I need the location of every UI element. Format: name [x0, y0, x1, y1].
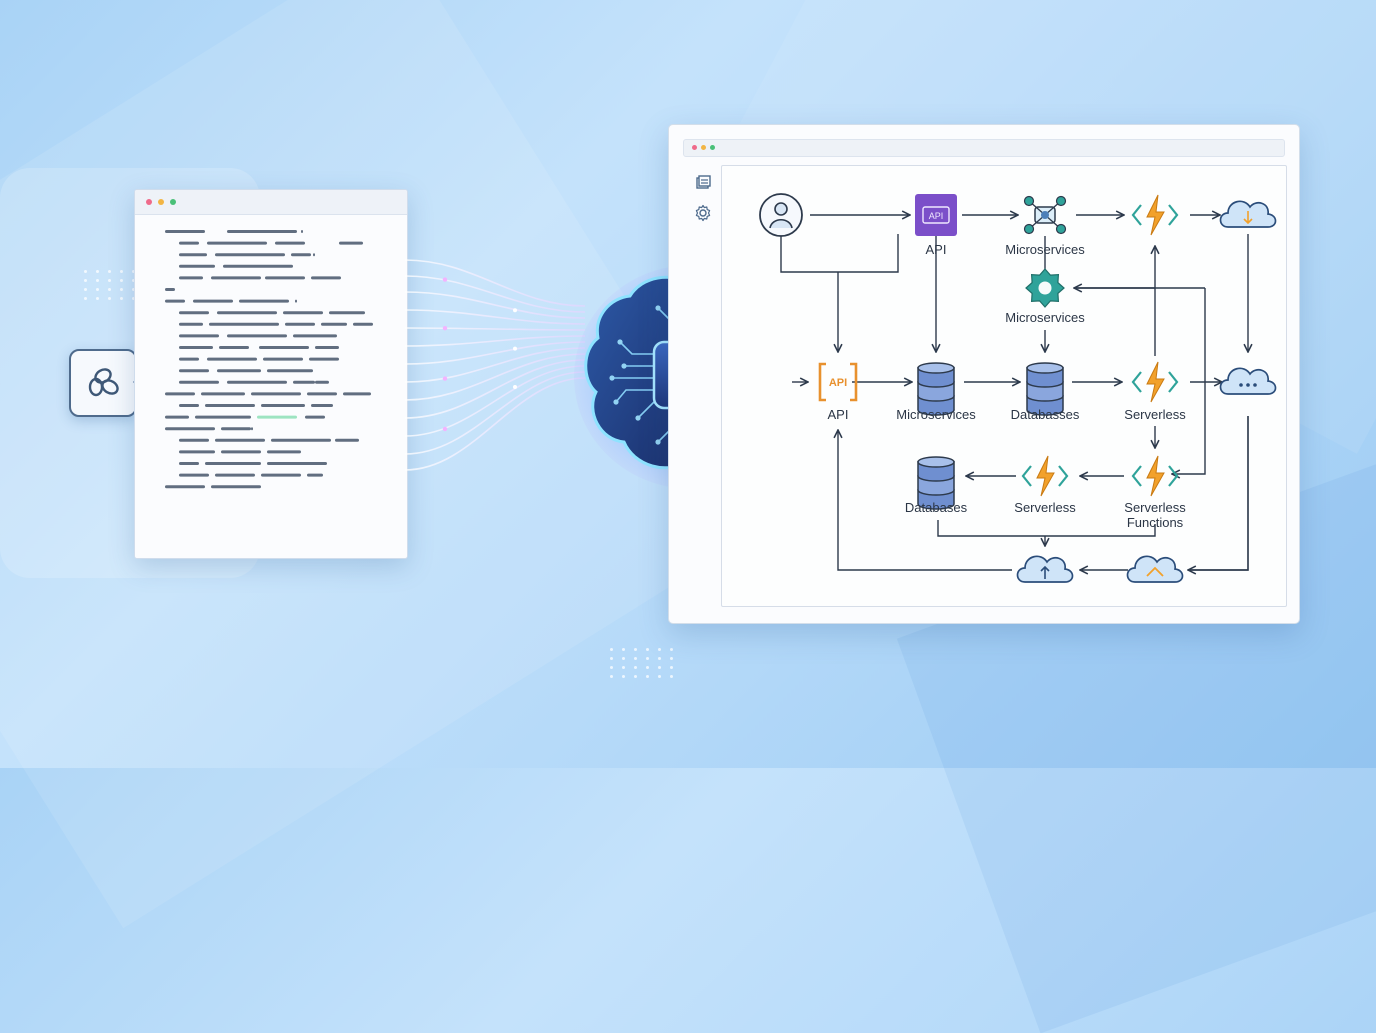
cloud-icon[interactable]: [1016, 555, 1074, 583]
settings-icon: [695, 204, 711, 222]
window-minimize-dot[interactable]: [701, 145, 706, 150]
database-icon[interactable]: [917, 362, 955, 416]
code-editor-window: [134, 189, 408, 559]
settings-button[interactable]: [689, 199, 717, 227]
database-icon[interactable]: [1026, 362, 1064, 416]
serverless-icon[interactable]: [1131, 194, 1179, 236]
node-label: Microservices: [1005, 310, 1085, 325]
editor-titlebar: [135, 190, 407, 215]
database-icon[interactable]: [917, 456, 955, 510]
dot-grid-decoration: [610, 648, 676, 678]
layers-button[interactable]: [689, 169, 717, 197]
window-close-dot[interactable]: [146, 199, 152, 205]
node-label: Functions: [1127, 515, 1184, 530]
cloud-icon[interactable]: [1126, 555, 1184, 583]
gear-icon[interactable]: [1025, 268, 1065, 308]
code-icon-window: [165, 230, 373, 489]
serverless-icon[interactable]: [1131, 361, 1179, 403]
knot-logo-icon[interactable]: [69, 349, 137, 417]
node-label: API: [926, 242, 947, 257]
window-maximize-dot[interactable]: [170, 199, 176, 205]
node-label: Databasses: [1011, 407, 1080, 422]
window-maximize-dot[interactable]: [710, 145, 715, 150]
node-label: Databases: [905, 500, 968, 515]
node-label: Serverless: [1014, 500, 1076, 515]
window-close-dot[interactable]: [692, 145, 697, 150]
layers-icon: [696, 175, 711, 189]
diagram-sidebar: [685, 163, 719, 603]
node-label: Microservices: [1005, 242, 1085, 257]
serverless-icon[interactable]: [1131, 455, 1179, 497]
cloud-icon[interactable]: [1219, 200, 1277, 228]
knot-logo-glyph: [88, 368, 119, 397]
api-icon[interactable]: API: [915, 194, 957, 236]
microservices-icon[interactable]: [1023, 195, 1067, 235]
api-icon[interactable]: API: [818, 362, 858, 402]
user-icon[interactable]: [759, 193, 803, 237]
diagram-canvas: [721, 165, 1287, 607]
node-label: API: [828, 407, 849, 422]
node-label: Microservices: [896, 407, 976, 422]
serverless-icon[interactable]: [1021, 455, 1069, 497]
svg-text:API: API: [929, 211, 944, 221]
node-label: Serverless: [1124, 500, 1186, 515]
window-minimize-dot[interactable]: [158, 199, 164, 205]
diagram-titlebar: [683, 139, 1285, 157]
data-stream-lines: [405, 259, 585, 471]
cloud-icon[interactable]: [1219, 367, 1277, 395]
dot-grid-decoration: [84, 270, 150, 300]
svg-text:API: API: [829, 377, 847, 389]
node-label: Serverless: [1124, 407, 1186, 422]
